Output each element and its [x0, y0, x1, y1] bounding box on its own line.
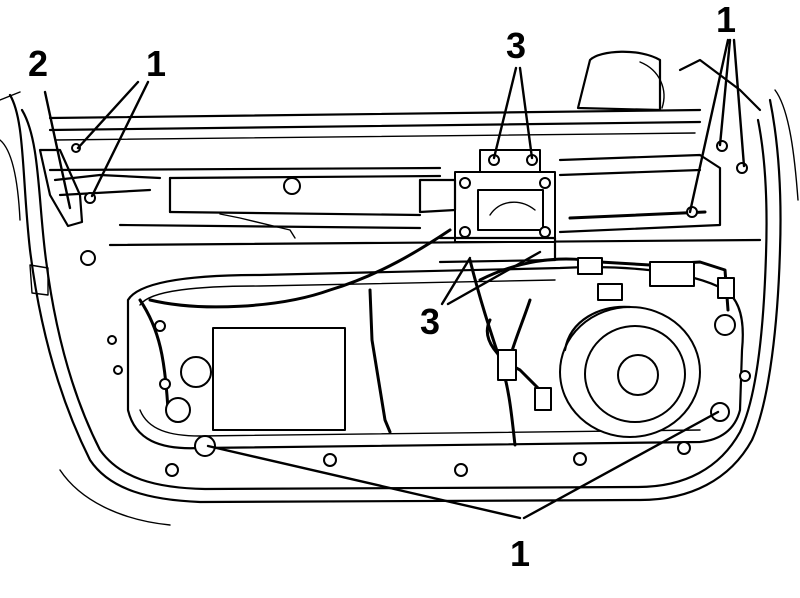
callout-1-top-right: 1 [716, 0, 736, 40]
left-bracket [29, 143, 162, 296]
perimeter-screws [107, 140, 751, 477]
regulator-motor [418, 149, 557, 264]
callout-3-top-center: 3 [506, 25, 526, 66]
speaker [559, 305, 701, 438]
window-rail [48, 50, 762, 247]
callout-1-bottom: 1 [510, 533, 530, 574]
service-cover [180, 327, 346, 431]
door-shell [0, 89, 799, 526]
callout-1-top-left: 1 [146, 43, 166, 84]
callout-3-middle: 3 [420, 301, 440, 342]
leader-lines [43, 38, 746, 520]
callout-2-top-left: 2 [28, 43, 48, 84]
wiring-harness [138, 228, 736, 447]
